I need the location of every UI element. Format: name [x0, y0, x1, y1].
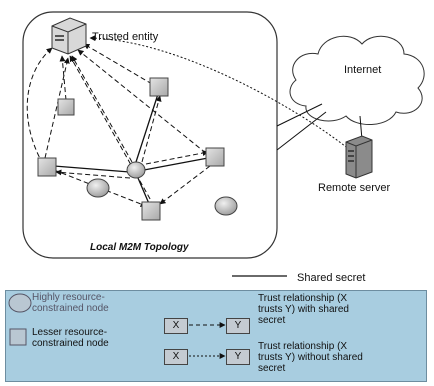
remote-server-label: Remote server: [318, 182, 391, 194]
legend-lesser-constrained-label: Lesser resource-constrained node: [32, 327, 109, 349]
trust-line-3: [71, 55, 133, 163]
trusted-entity-server-icon: [51, 17, 87, 55]
trust-hub-top: [141, 95, 162, 163]
trust-line-4: [77, 49, 213, 159]
trust-line-2: [59, 55, 67, 101]
legend-y-box-2: Y: [226, 349, 250, 365]
node-square-1: [57, 98, 75, 116]
topology-label: Local M2M Topology: [90, 242, 189, 253]
remote-server-icon: [345, 135, 373, 179]
node-square-4: [205, 147, 225, 167]
legend-y-box-1: Y: [226, 318, 250, 334]
local-topology-boundary: [22, 11, 278, 259]
trust-hub-left: [55, 169, 131, 179]
trust-line-5: [69, 55, 155, 207]
node-square-3: [37, 157, 57, 177]
trust-line-1: [26, 47, 53, 165]
legend-x-box-2: X: [164, 349, 188, 365]
link-hub-bottom: [137, 177, 151, 207]
legend-x-box-1: X: [164, 318, 188, 334]
trust-line-server-to-entity: [89, 35, 351, 151]
trust-hub-right: [145, 150, 209, 165]
link-hub-right: [143, 157, 209, 171]
legend-highly-constrained-label: Highly resource-constrained node: [32, 292, 109, 314]
link-hub-top: [135, 93, 159, 163]
legend-trust-without-secret-label: Trust relationship (X trusts Y) without …: [258, 341, 363, 374]
internet-link-topology-2: [276, 111, 327, 151]
trusted-entity-label: Trusted entity: [92, 31, 159, 43]
shared-secret-label: Shared secret: [297, 272, 366, 284]
legend-panel: Highly resource-constrained node Lesser …: [5, 290, 427, 382]
node-circle-1: [86, 178, 110, 198]
internet-cloud: [289, 35, 425, 126]
trust-right-bottom: [159, 165, 211, 205]
internet-label: Internet: [344, 64, 382, 76]
legend-trust-with-secret-label: Trust relationship (X trusts Y) with sha…: [258, 293, 349, 326]
node-square-5: [141, 201, 161, 221]
link-hub-left: [53, 165, 131, 173]
trust-line-6: [83, 43, 153, 85]
legend-square-icon: [9, 328, 27, 346]
legend-graphics: [8, 293, 226, 359]
node-circle-2: [214, 196, 238, 216]
trust-line-7: [44, 57, 70, 159]
node-hub: [126, 161, 146, 179]
node-square-2: [149, 77, 169, 97]
legend-circle-icon: [8, 293, 32, 313]
